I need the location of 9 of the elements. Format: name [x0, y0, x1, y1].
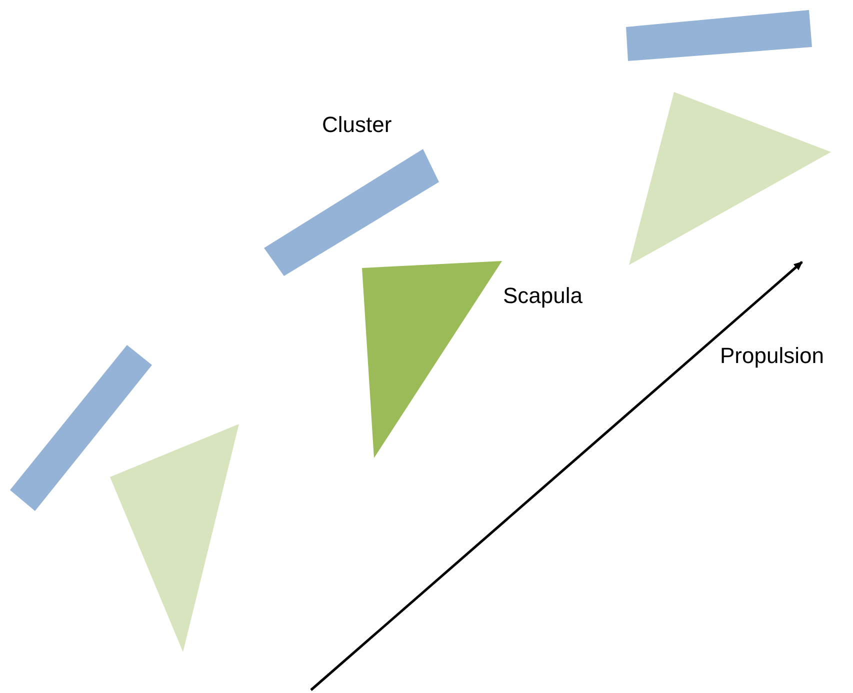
bar-shape	[626, 10, 812, 61]
text-label: Scapula	[503, 285, 583, 307]
text-label: Cluster	[322, 114, 392, 136]
bar-shape	[264, 149, 439, 276]
triangle-shape	[110, 424, 239, 652]
triangle-shape	[362, 261, 502, 458]
bar-shape	[10, 345, 152, 511]
triangle-shape	[629, 92, 831, 265]
text-label: Propulsion	[720, 345, 824, 367]
